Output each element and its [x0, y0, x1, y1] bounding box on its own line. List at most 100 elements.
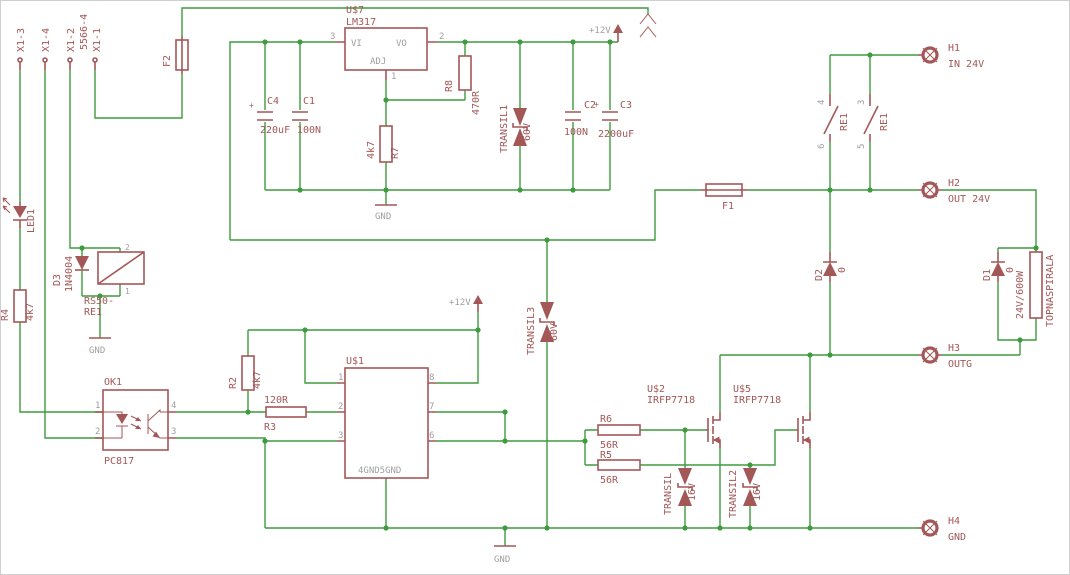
- h4-pad-cross-icon: [922, 520, 938, 536]
- label-ok1-name: OK1: [104, 377, 122, 388]
- u5-arrow: [803, 436, 810, 444]
- supply-arrow-icon: [473, 295, 483, 304]
- label-transil-value: 16V: [687, 483, 698, 501]
- diode-d3: D3 1N4004: [52, 256, 89, 292]
- led1: LED1: [2, 197, 37, 233]
- label-c3-name: C3: [620, 100, 632, 111]
- label-u7-name: U$7: [346, 5, 364, 16]
- label-gnd-relay: GND: [89, 346, 105, 356]
- led1-light-arrows-icon: [2, 197, 11, 214]
- pad-h2: H2 OUT 24V: [918, 178, 990, 205]
- u2-arrow: [713, 436, 720, 444]
- label-lm317-vi: VI: [351, 39, 362, 49]
- supply-chevron-icon: [639, 13, 657, 38]
- fuse-f1: F1: [700, 183, 748, 212]
- h3-pad-icon: [921, 346, 939, 364]
- label-lm317-pin2: 2: [439, 32, 444, 42]
- c3-plus-icon: +: [594, 100, 599, 109]
- label-contact-b-name: RE1: [879, 113, 890, 131]
- label-r7-name: R7: [390, 147, 401, 159]
- label-lm317-pin3: 3: [330, 32, 335, 42]
- label-gnd-bottom: GND: [494, 555, 510, 565]
- label-coil-value: RE1: [84, 307, 102, 318]
- tvs-transil3: TRANSIL3 60V: [526, 302, 560, 355]
- label-h3-name: H3: [948, 343, 960, 354]
- resistor-r5: R5 56R: [597, 450, 641, 486]
- label-coil-pin2: 2: [125, 243, 130, 252]
- connector-pin-icon: [42, 57, 48, 63]
- driver-ic-u1: U$1 1 2 3 8 7 6 4GND5GND: [337, 356, 436, 479]
- label-gnd-regulator: GND: [375, 212, 391, 222]
- load-body: [1029, 251, 1043, 319]
- label-contact-a-pin6: 6: [817, 144, 827, 149]
- label-f1: F1: [722, 201, 734, 212]
- label-r6-name: R6: [600, 414, 612, 425]
- junction-dots: [79, 39, 1039, 531]
- fuse-f2: F2: [162, 36, 189, 74]
- connector-pin-leads: [19, 62, 96, 70]
- r7-body: [379, 125, 393, 163]
- label-lm317-adj: ADJ: [370, 57, 386, 67]
- label-r8-value: 470R: [471, 90, 482, 115]
- label-h1-name: H1: [948, 43, 960, 54]
- label-u2-value: IRFP7718: [647, 395, 695, 406]
- pad-h1: H1 IN 24V: [918, 43, 984, 70]
- label-c1-name: C1: [303, 96, 315, 107]
- label-u5-name: U$5: [733, 384, 751, 395]
- resistor-r7: 4k7 R7: [366, 125, 401, 163]
- chevron-arrows: [639, 13, 657, 38]
- d1-bar-leads: [991, 252, 1005, 282]
- label-c2-value: 100N: [564, 127, 588, 138]
- label-d3-value: 1N4004: [64, 256, 75, 292]
- connector-pin-icon: [67, 57, 73, 63]
- gnd-regulator: GND: [375, 204, 397, 222]
- label-c4-name: C4: [267, 96, 279, 107]
- d2-triangle: [823, 262, 837, 276]
- d2-bar-leads: [823, 252, 837, 282]
- supply-12v-top: +12V: [589, 24, 623, 42]
- resistor-r2: R2 4k7: [228, 355, 263, 391]
- label-lm317-vo: VO: [396, 39, 407, 49]
- gnd-relay: GND: [89, 337, 111, 356]
- net-wires: [19, 7, 1037, 546]
- h2-pad-icon: [921, 181, 939, 199]
- label-lm317-pin1: 1: [391, 72, 396, 82]
- c4-plates: [257, 111, 273, 121]
- transil3-triangles: [540, 302, 554, 342]
- label-ok1-pin4: 4: [171, 401, 176, 411]
- optocoupler-ok1: OK1 PC817 1 2 4 3: [95, 377, 176, 467]
- label-h2-value: OUT 24V: [948, 194, 990, 205]
- label-r4-value: 4k7: [25, 303, 36, 321]
- label-x1-3: X1-3: [16, 28, 27, 52]
- relay-coil: 2 1 RS50- RE1: [84, 243, 145, 318]
- led1-triangle: [13, 206, 27, 218]
- transil1-triangles: [513, 108, 527, 146]
- label-ok1-pin1: 1: [95, 401, 100, 411]
- label-transil3-name: TRANSIL3: [526, 307, 537, 355]
- ok1-internals: [103, 408, 168, 439]
- label-12v-mid: +12V: [449, 298, 471, 308]
- label-transil1-value: 60V: [522, 123, 533, 141]
- label-d2-value: 0: [837, 267, 848, 273]
- capacitor-c4: + C4 220uF: [249, 96, 290, 136]
- connector-pin-icon: [92, 57, 98, 63]
- label-contact-a-pin4: 4: [817, 100, 827, 105]
- coil-body: [97, 251, 145, 285]
- label-u1-name: U$1: [346, 356, 364, 367]
- label-contact-b-pin5: 5: [857, 144, 867, 149]
- label-ok1-pin2: 2: [95, 427, 100, 437]
- r8-body: [458, 55, 472, 91]
- r4-body: [13, 289, 27, 323]
- d3-triangle: [75, 256, 89, 270]
- label-u1-pin8: 8: [429, 373, 434, 383]
- label-d1-name: D1: [982, 269, 993, 281]
- connector-x1: X1-3 X1-4 X1-2 5566-4 X1-1: [16, 14, 103, 70]
- resistor-r4: R4 4k7: [0, 289, 36, 323]
- label-c2-name: C2: [584, 100, 596, 111]
- label-x1-1: X1-1: [92, 28, 103, 52]
- resistor-r3: 120R R3: [264, 395, 307, 433]
- label-transil1-name: TRANSIL1: [499, 105, 510, 153]
- label-h2-name: H2: [948, 178, 960, 189]
- relay-contact-a: 4 6 RE1: [817, 94, 850, 149]
